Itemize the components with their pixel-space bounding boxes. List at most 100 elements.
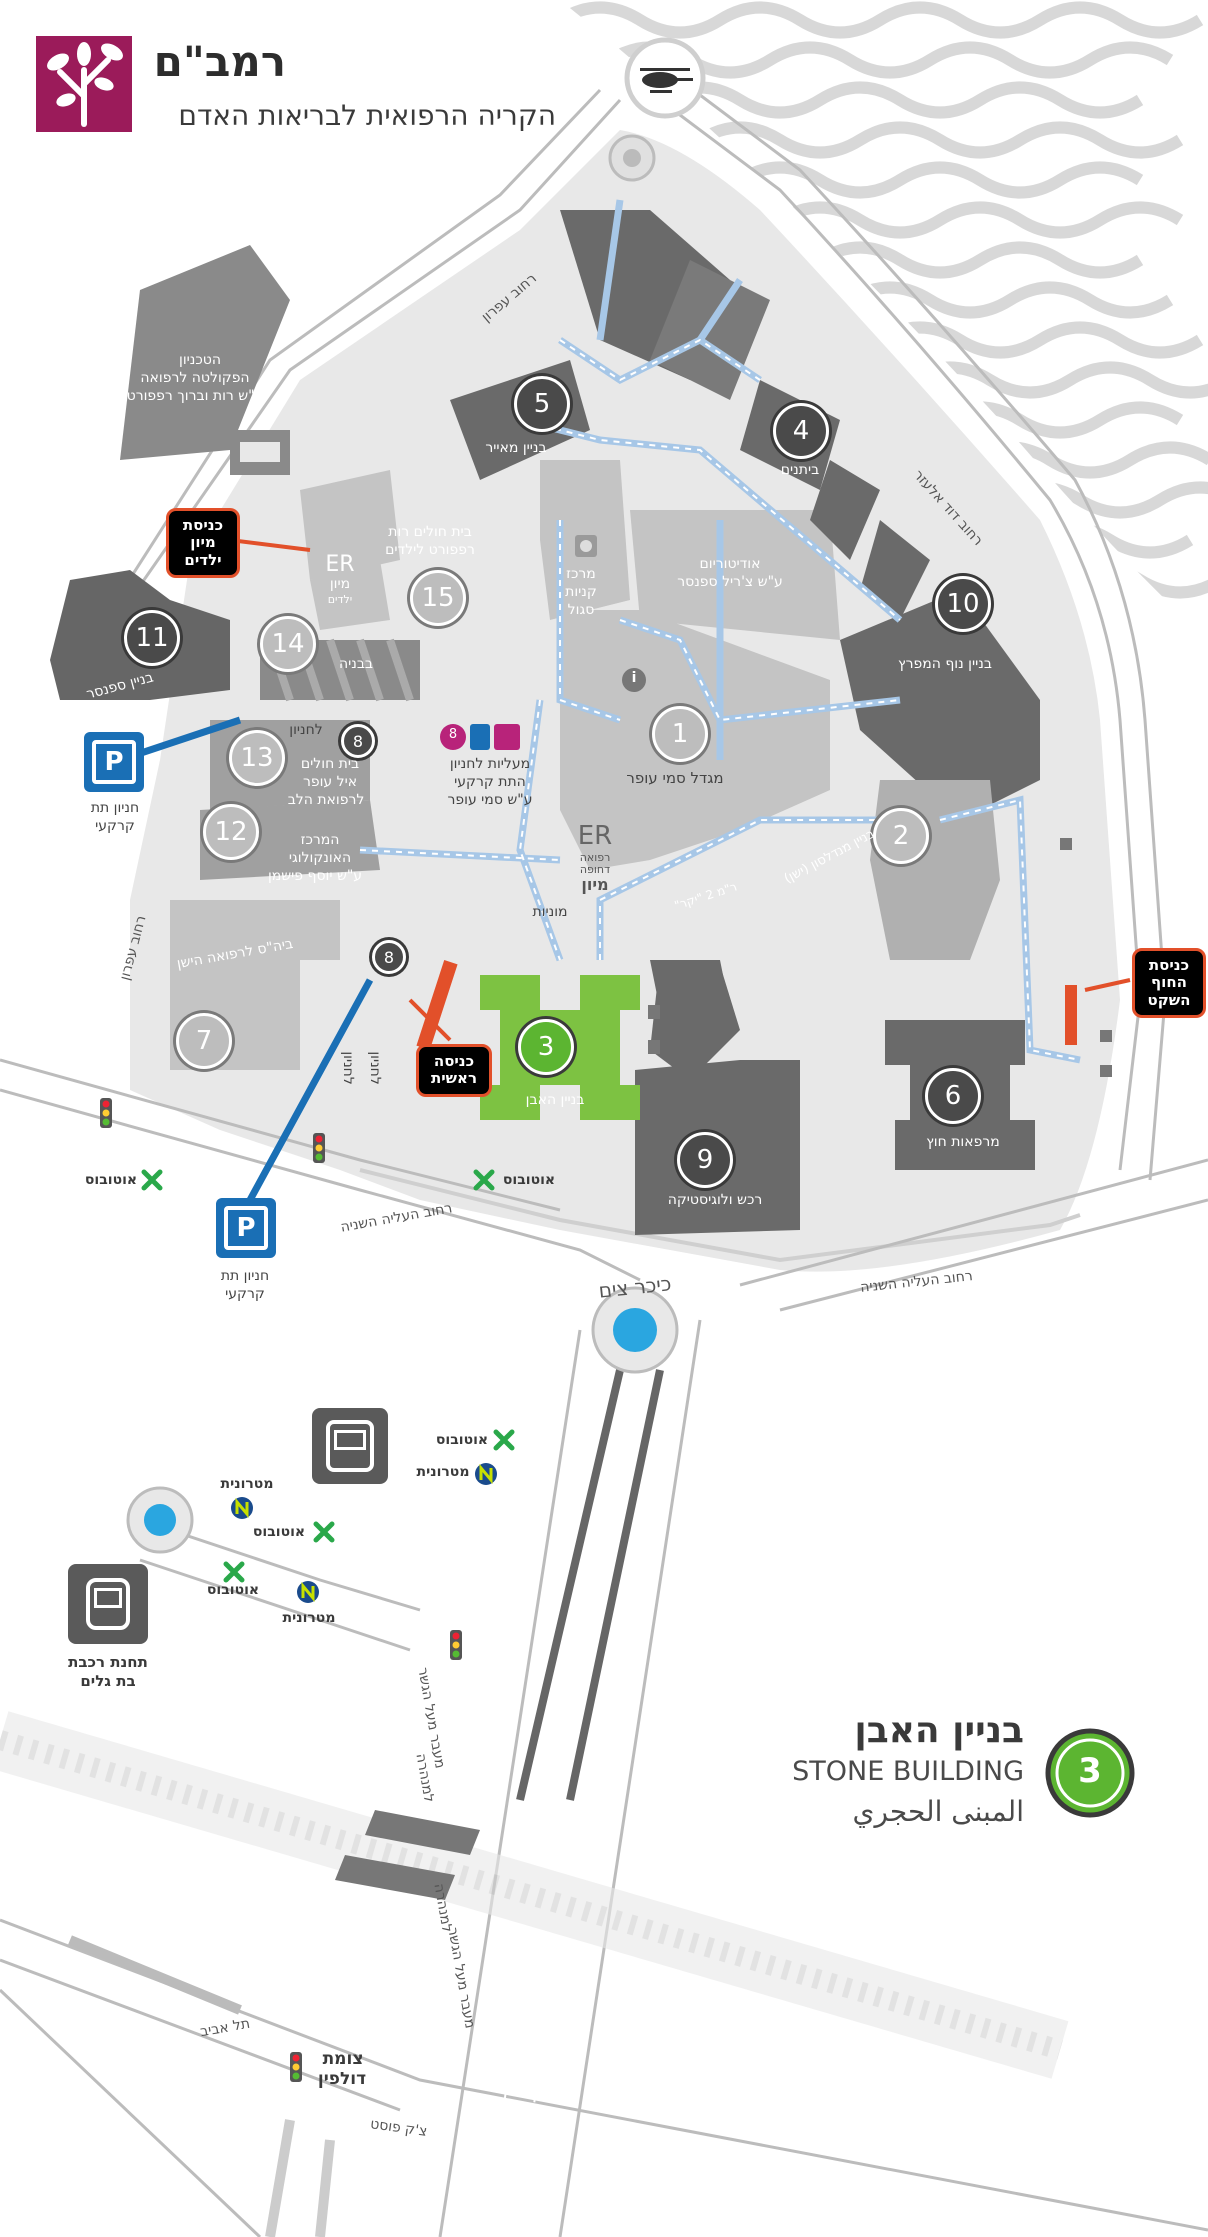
page-subtitle: הקריה הרפואית לבריאות האדם xyxy=(178,99,556,132)
building-12-name-3: ע"ש יוסף פישמן xyxy=(267,868,363,884)
er-main-sub-2: דחופה xyxy=(579,863,611,876)
traffic-light-icon xyxy=(290,2052,302,2082)
dolphin-junction-2: דולפין xyxy=(317,2069,367,2089)
legend-number: 3 xyxy=(1078,1751,1102,1791)
parking-upper[interactable]: P xyxy=(84,732,144,792)
parking-upper-label-2: קרקעי xyxy=(95,818,135,834)
info-icon-label: i xyxy=(631,670,637,686)
segal-label-1: מרכז xyxy=(566,566,596,582)
building-13-name-1: בית חולים xyxy=(300,756,360,772)
legend-english: STONE BUILDING xyxy=(792,1756,1024,1787)
er-kids-sub-1: מיון xyxy=(329,576,351,592)
helicopter-glyph xyxy=(640,68,693,93)
bus-icon xyxy=(312,1408,388,1484)
parking-icon: P xyxy=(92,740,136,784)
auditorium-label-1: אודיטוריום xyxy=(699,556,761,572)
building-1-name: מגדל סמי עופר xyxy=(626,769,724,787)
building-13-name-3: לרפואת הלב xyxy=(287,792,365,808)
to-parking-label-3: לחניון xyxy=(367,1051,384,1085)
technion-label-3: ע"ש רות וברוך רפפורט xyxy=(126,388,264,404)
building-3-name: בניין האבן xyxy=(525,1092,585,1108)
technion-label-1: הטכניון xyxy=(179,352,221,368)
building-9-name: רכש ולוגיסטיקה xyxy=(667,1192,763,1208)
building-8-marker-lower[interactable]: 8 xyxy=(372,940,406,974)
parking-lower[interactable]: P xyxy=(216,1198,276,1258)
segal-label-3: סגול xyxy=(567,602,595,618)
train-station-label-1: תחנת רכבת xyxy=(68,1653,148,1671)
er-main-sub-3: מיון xyxy=(581,875,609,894)
roads xyxy=(0,78,1208,2237)
traffic-light-icon xyxy=(100,1098,112,1128)
bus-label-4: אוטובוס xyxy=(252,1524,306,1540)
train-station-label-2: בת גלים xyxy=(80,1672,136,1690)
building-5-name: בניין מאייר xyxy=(485,440,547,456)
building-3-marker[interactable]: 3 xyxy=(518,1019,574,1075)
building-15-name-1: בית חולים רות xyxy=(388,524,472,540)
to-parking-label-1: לחניון xyxy=(289,722,323,738)
elevators-label-2: התת קרקעי xyxy=(454,774,526,790)
building-10-name: בניין נוף המפרץ xyxy=(898,656,992,672)
building-7-marker[interactable]: 7 xyxy=(176,1013,232,1069)
er-kids: ER xyxy=(325,552,355,577)
building-15-marker[interactable]: 15 xyxy=(410,570,466,626)
technion-building xyxy=(120,245,290,460)
bus-label-1: אוטובוס xyxy=(84,1172,138,1188)
bus-label-5: אוטובוס xyxy=(206,1582,260,1598)
building-6-marker[interactable]: 6 xyxy=(925,1068,981,1124)
legend-arabic: المبنى الحجري xyxy=(852,1795,1024,1828)
elevators-label-1: מעליות לחניון xyxy=(449,756,531,772)
er-main-sub-1: רפואה xyxy=(579,851,611,864)
auditorium-label-2: ע"ש צ'ריל ספנסר xyxy=(677,574,783,590)
bus-label-2: אוטובוס xyxy=(502,1172,556,1188)
building-4-name: ביתנים xyxy=(780,462,820,478)
building-13-name-2: איל עופר xyxy=(302,774,358,790)
technion-label-2: הפקולטה לרפואה xyxy=(140,370,250,386)
bus-stop-icon xyxy=(141,1169,515,1583)
building-9-marker[interactable]: 9 xyxy=(677,1132,733,1188)
building-12-name-2: האונקולוגי xyxy=(288,850,352,866)
main-entrance[interactable]: כניסה ראשית xyxy=(416,1044,492,1097)
train-icon xyxy=(68,1564,148,1644)
bus-label-3: אוטובוס xyxy=(435,1432,489,1448)
metronit-label-1: מטרונית xyxy=(416,1464,470,1480)
building-5-marker[interactable]: 5 xyxy=(514,376,570,432)
elevator-8-label: 8 xyxy=(448,727,458,742)
parking-lower-label-2: קרקעי xyxy=(225,1286,265,1302)
building-1-marker[interactable]: 1 xyxy=(652,706,708,762)
er-main: ER xyxy=(577,821,613,851)
building-12-marker[interactable]: 12 xyxy=(203,804,259,860)
metronit-label-3: מטרונית xyxy=(282,1610,336,1626)
segal-label-2: קניות xyxy=(565,584,597,600)
building-8-marker-upper[interactable]: 8 xyxy=(341,724,375,758)
elevators-label-3: ע"ש סמי עופר xyxy=(447,792,533,808)
legend-hebrew: בניין האבן xyxy=(854,1710,1024,1751)
info-icon xyxy=(622,668,646,692)
parking-upper-label-1: חניון תת xyxy=(90,800,140,816)
parking-lower-label-1: חניון תת xyxy=(220,1268,270,1284)
accessible-icon xyxy=(470,724,490,750)
kids-er-entrance[interactable]: כניסת מיון ילדים xyxy=(166,508,240,578)
traffic-light-icon xyxy=(450,1630,462,1660)
building-11-marker[interactable]: 11 xyxy=(124,610,180,666)
building-14-marker[interactable]: 14 xyxy=(260,616,316,672)
building-6-name: מרפאות חוץ xyxy=(926,1134,1000,1150)
building-15-name-2: רפפורט לילדים xyxy=(385,542,475,558)
elevator-icon xyxy=(494,724,520,750)
building-13-marker[interactable]: 13 xyxy=(229,730,285,786)
dolphin-junction-1: צומת xyxy=(322,2049,364,2069)
er-kids-sub-2: ילדים xyxy=(327,593,353,606)
parking-icon: P xyxy=(224,1206,268,1250)
railway xyxy=(0,1711,1069,2079)
building-12-name-1: המרכז xyxy=(300,832,340,848)
building-10-marker[interactable]: 10 xyxy=(935,576,991,632)
quiet-coast-entrance[interactable]: כניסת החוף השקט xyxy=(1132,948,1206,1018)
taxis-label: מוניות xyxy=(532,904,568,920)
legend-circle xyxy=(1045,1728,1135,1818)
page-title: רמב"ם xyxy=(153,37,286,86)
building-4-marker[interactable]: 4 xyxy=(773,403,829,459)
building-2-marker[interactable]: 2 xyxy=(873,808,929,864)
traffic-light-icon xyxy=(313,1133,325,1163)
metronit-label-2: מטרונית xyxy=(220,1476,274,1492)
